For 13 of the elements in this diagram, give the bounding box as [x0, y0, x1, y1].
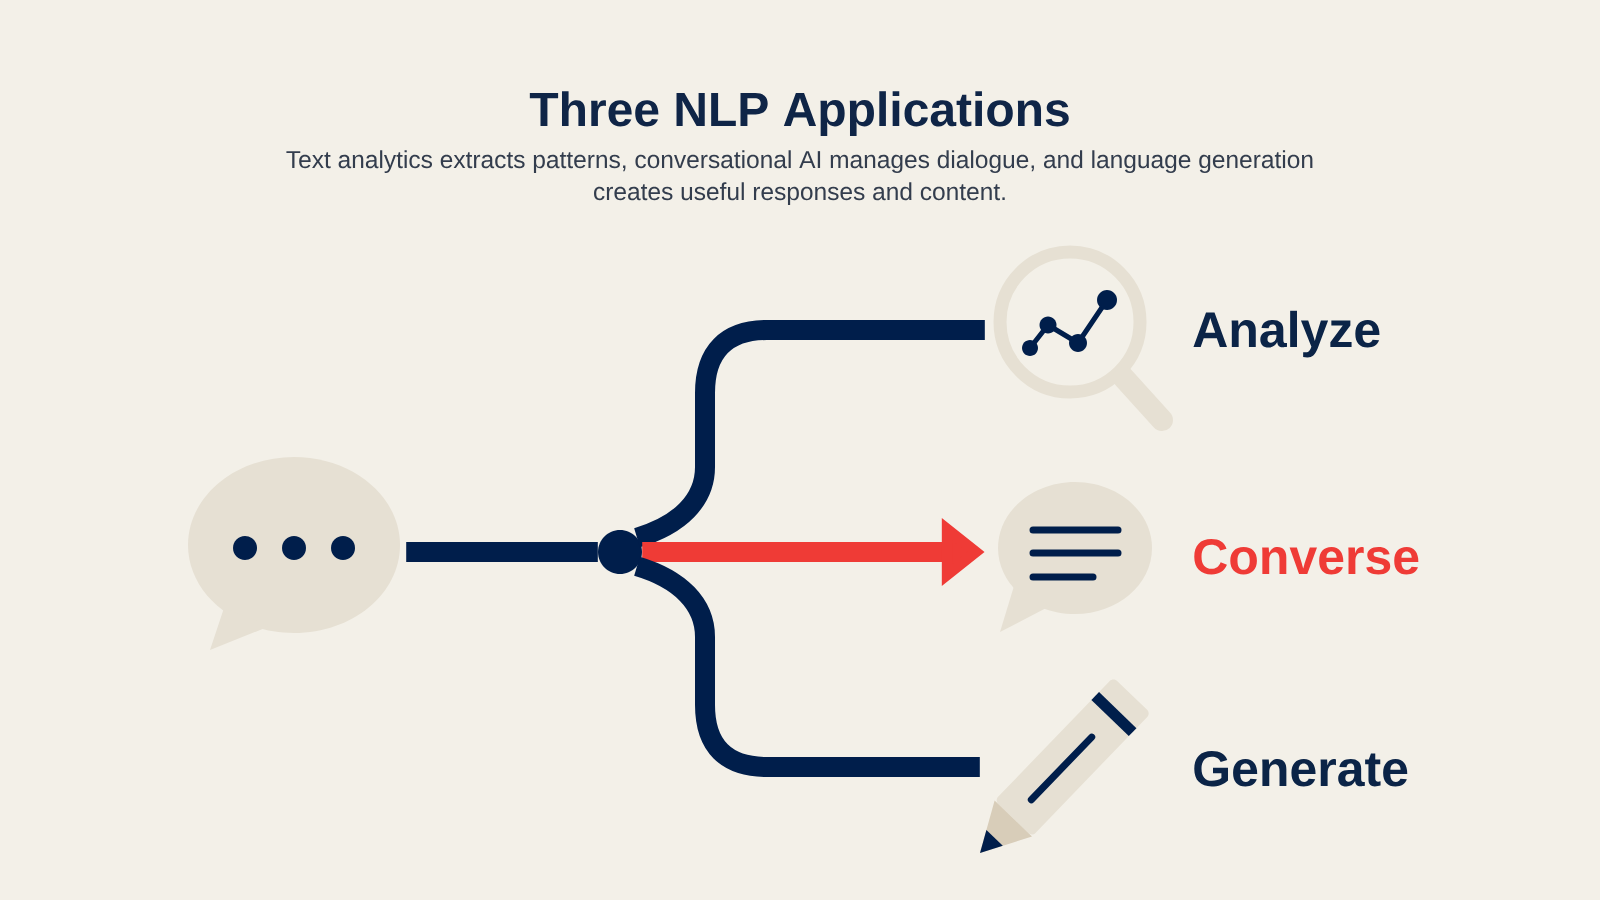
speech-bubble-icon	[188, 457, 400, 650]
connector-line	[406, 542, 598, 562]
title: Three NLP Applications	[529, 91, 1069, 136]
connector-line	[633, 320, 985, 548]
magnifier-icon	[993, 245, 1173, 431]
subtitle: Text analytics extracts patterns, conversational AI manages dialogue, and language generation creates useful responses and content.	[286, 150, 1313, 206]
branch-label: Analyze	[1193, 310, 1380, 358]
branch-label: Generate	[1194, 751, 1408, 787]
connector-line	[633, 556, 980, 777]
branch-label: Converse	[1194, 539, 1419, 575]
junction-dot	[598, 530, 642, 574]
chat-bubble-icon	[998, 482, 1152, 632]
pencil-icon	[980, 679, 1149, 853]
